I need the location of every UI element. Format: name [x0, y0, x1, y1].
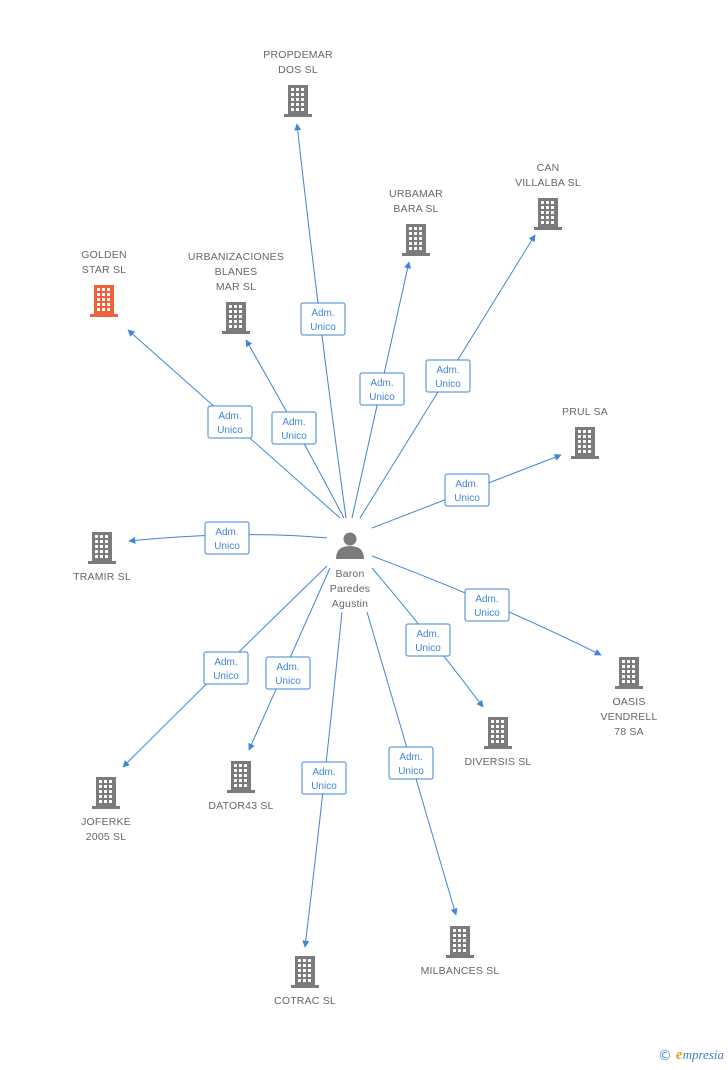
person-name: Baron [335, 568, 364, 580]
relation-labels-layer: Adm.UnicoAdm.UnicoAdm.UnicoAdm.UnicoAdm.… [203, 302, 510, 795]
company-node-golden-star-sl[interactable]: GOLDEN STAR SL [81, 249, 127, 317]
building-icon [534, 198, 562, 230]
company-node-urbamar-bara-sl[interactable]: URBAMAR BARA SL [389, 188, 443, 256]
relation-text: Adm. [436, 365, 459, 376]
building-icon [88, 532, 116, 564]
company-name: URBAMAR [389, 188, 443, 200]
relation-text: Unico [281, 431, 307, 442]
relation-text: Adm. [218, 411, 241, 422]
relation-text: Unico [217, 425, 243, 436]
relation-text: Unico [275, 676, 301, 687]
company-name: CAN [537, 162, 560, 174]
company-name: STAR SL [82, 264, 126, 276]
footer-brand: © empresia [658, 1047, 724, 1064]
relation-text: Unico [415, 643, 441, 654]
relation-label[interactable]: Adm. Unico [425, 359, 471, 393]
relation-label[interactable]: Adm. Unico [388, 746, 434, 780]
relation-text: Unico [213, 671, 239, 682]
relation-text: Unico [214, 541, 240, 552]
company-name: BARA SL [393, 203, 438, 215]
building-icon [92, 777, 120, 809]
relation-text: Adm. [311, 308, 334, 319]
relation-label[interactable]: Adm. Unico [405, 623, 451, 657]
relation-text: Unico [369, 392, 395, 403]
company-name: DATOR43 SL [208, 800, 273, 812]
company-name: 78 SA [614, 726, 644, 738]
building-icon [222, 302, 250, 334]
relation-label[interactable]: Adm. Unico [464, 588, 510, 622]
company-node-dator43-sl[interactable]: DATOR43 SL [208, 761, 273, 812]
relation-text: Unico [454, 493, 480, 504]
company-name: 2005 SL [86, 831, 127, 843]
company-name: VENDRELL [600, 711, 657, 723]
company-node-propdemar-dos-sl[interactable]: PROPDEMAR DOS SL [263, 49, 333, 117]
company-name: MILBANCES SL [421, 965, 500, 977]
relation-text: Unico [474, 608, 500, 619]
relation-text: Adm. [455, 479, 478, 490]
person-name: Agustin [332, 598, 368, 610]
company-node-urbanizaciones-blanes-mar-sl[interactable]: URBANIZACIONES BLANES MAR SL [188, 251, 284, 334]
company-node-diversis-sl[interactable]: DIVERSIS SL [465, 717, 532, 768]
company-name: DIVERSIS SL [465, 756, 532, 768]
relation-label[interactable]: Adm. Unico [444, 473, 490, 507]
company-name: JOFERKE [81, 816, 131, 828]
relation-label[interactable]: Adm. Unico [204, 521, 250, 555]
building-icon [90, 285, 118, 317]
relation-text: Adm. [399, 752, 422, 763]
company-node-joferke-2005-sl[interactable]: JOFERKE 2005 SL [81, 777, 131, 843]
building-icon [402, 224, 430, 256]
relation-label[interactable]: Adm. Unico [265, 656, 311, 690]
company-name: OASIS [612, 696, 645, 708]
building-icon [446, 926, 474, 958]
brand-logo[interactable]: empresia [675, 1047, 724, 1063]
company-node-cotrac-sl[interactable]: COTRAC SL [274, 956, 336, 1007]
company-node-oasis-vendrell-78-sa[interactable]: OASIS VENDRELL 78 SA [600, 657, 657, 738]
relation-label[interactable]: Adm. Unico [301, 761, 347, 795]
building-icon [291, 956, 319, 988]
relation-text: Adm. [276, 662, 299, 673]
building-icon [227, 761, 255, 793]
company-name: MAR SL [216, 281, 256, 293]
relation-text: Adm. [215, 527, 238, 538]
company-name: TRAMIR SL [73, 571, 131, 583]
company-name: GOLDEN [81, 249, 127, 261]
person-icon [336, 532, 364, 559]
company-name: BLANES [215, 266, 258, 278]
building-icon [284, 85, 312, 117]
relation-text: Adm. [475, 594, 498, 605]
person-name: Paredes [330, 583, 371, 595]
copyright-icon: © [657, 1047, 672, 1064]
relation-text: Unico [435, 379, 461, 390]
company-name: URBANIZACIONES [188, 251, 284, 263]
relation-text: Unico [311, 781, 337, 792]
building-icon [615, 657, 643, 689]
company-name: DOS SL [278, 64, 318, 76]
company-node-milbances-sl[interactable]: MILBANCES SL [421, 926, 500, 977]
nodes-layer: PROPDEMAR DOS SL URBAMAR BARA SL CAN VILLALBA… [73, 49, 657, 1007]
relation-label[interactable]: Adm. Unico [300, 302, 346, 336]
company-node-tramir-sl[interactable]: TRAMIR SL [73, 532, 131, 583]
company-node-prul-sa[interactable]: PRUL SA [562, 406, 608, 459]
building-icon [571, 427, 599, 459]
relation-label[interactable]: Adm. Unico [203, 651, 249, 685]
relation-text: Adm. [214, 657, 237, 668]
relation-text: Unico [310, 322, 336, 333]
relation-label[interactable]: Adm. Unico [271, 411, 317, 445]
company-name: PROPDEMAR [263, 49, 333, 61]
company-name: PRUL SA [562, 406, 608, 418]
edges-layer [122, 123, 602, 948]
company-name: VILLALBA SL [515, 177, 581, 189]
relation-text: Adm. [282, 417, 305, 428]
relation-text: Unico [398, 766, 424, 777]
relation-text: Adm. [416, 629, 439, 640]
relation-label[interactable]: Adm. Unico [359, 372, 405, 406]
company-node-can-villalba-sl[interactable]: CAN VILLALBA SL [515, 162, 581, 230]
company-name: COTRAC SL [274, 995, 336, 1007]
building-icon [484, 717, 512, 749]
relation-text: Adm. [370, 378, 393, 389]
relation-label[interactable]: Adm. Unico [207, 405, 253, 439]
relation-text: Adm. [312, 767, 335, 778]
